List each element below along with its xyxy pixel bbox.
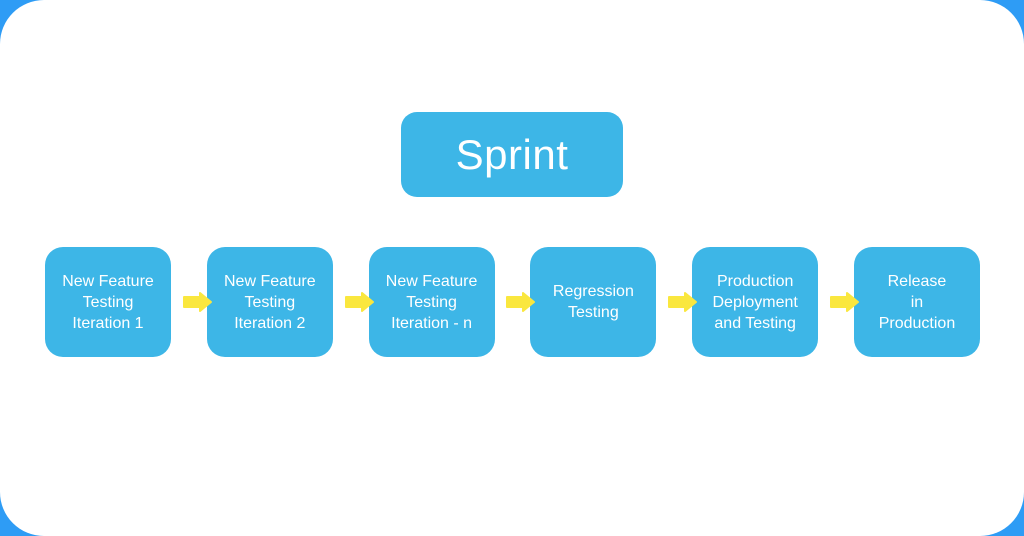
step-line: New Feature bbox=[385, 272, 478, 290]
sprint-label: Sprint bbox=[455, 130, 569, 178]
step-line: New Feature bbox=[62, 272, 154, 290]
right-arrow-icon bbox=[182, 292, 212, 312]
flow-arrow bbox=[171, 291, 212, 313]
step-line: Regression bbox=[552, 283, 634, 300]
flow-step-regression-testing: Regression Testing bbox=[530, 247, 657, 357]
step-line: New Feature bbox=[224, 272, 316, 290]
step-line: Production bbox=[878, 314, 956, 332]
step-line: in bbox=[910, 293, 924, 311]
flow-step-release-in-production: Release in Production bbox=[853, 247, 980, 357]
step-line: Testing bbox=[244, 293, 296, 311]
sprint-box: Sprint bbox=[401, 112, 623, 197]
flow-arrow bbox=[656, 291, 698, 313]
flow-arrow bbox=[495, 291, 536, 313]
step-line: Release bbox=[887, 272, 947, 290]
flow-step-new-feature-1: New Feature Testing Iteration 1 bbox=[45, 247, 171, 357]
flow-arrow bbox=[333, 291, 374, 313]
step-line: and Testing bbox=[714, 314, 796, 332]
step-line: Iteration 2 bbox=[234, 314, 306, 332]
flow-row: New Feature Testing Iteration 1 New Feat… bbox=[45, 247, 980, 357]
right-arrow-icon bbox=[344, 292, 374, 312]
right-arrow-icon bbox=[830, 292, 860, 312]
step-line: Testing bbox=[568, 304, 619, 321]
right-arrow-icon bbox=[668, 292, 698, 312]
flow-arrow bbox=[818, 291, 860, 313]
flow-step-production-deployment: Production Deployment and Testing bbox=[692, 247, 819, 357]
step-line: Deployment bbox=[712, 293, 798, 311]
flow-step-new-feature-2: New Feature Testing Iteration 2 bbox=[206, 247, 333, 357]
step-line: Iteration 1 bbox=[72, 314, 144, 332]
flow-step-new-feature-n: New Feature Testing Iteration - n bbox=[368, 247, 495, 357]
step-line: Testing bbox=[406, 293, 457, 311]
step-line: Iteration - n bbox=[391, 314, 473, 332]
step-line: Testing bbox=[82, 293, 134, 311]
step-line: Production bbox=[716, 272, 794, 290]
right-arrow-icon bbox=[506, 292, 536, 312]
